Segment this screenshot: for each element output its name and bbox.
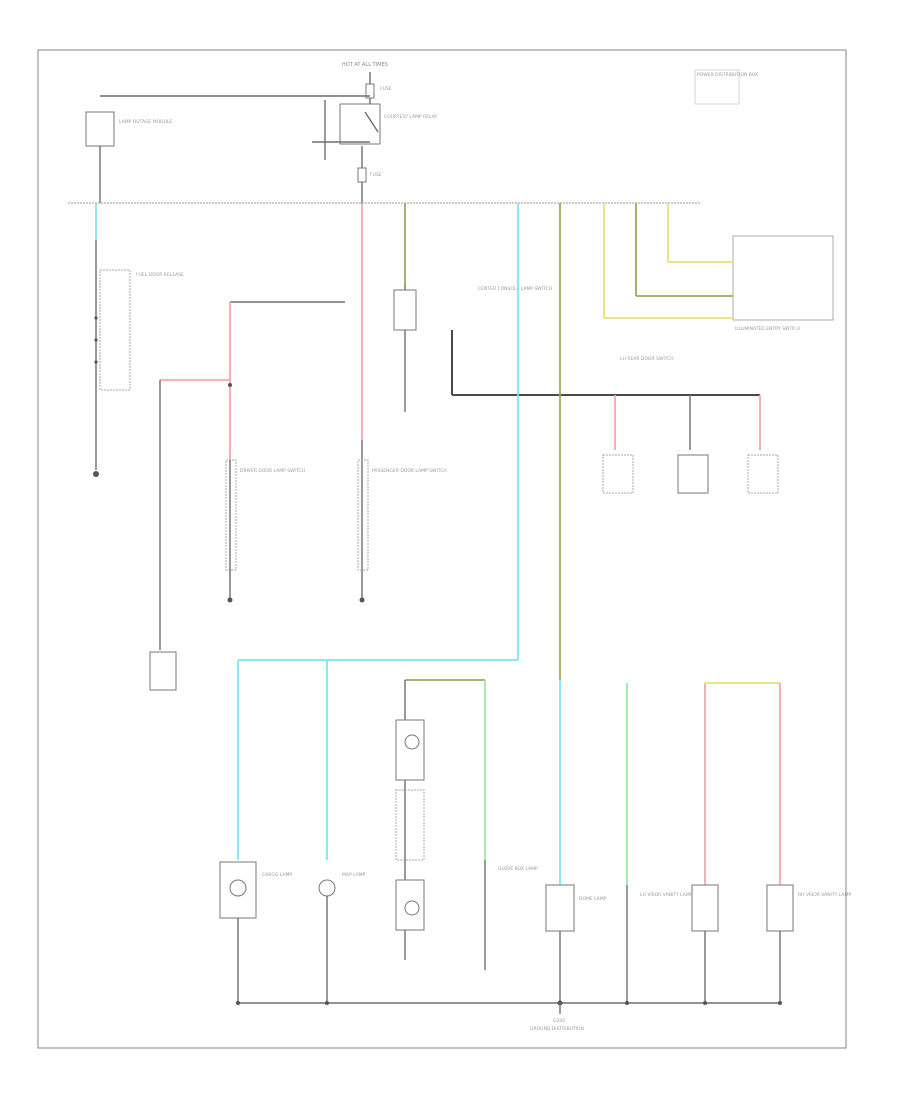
lamp-outage-module — [85, 111, 115, 147]
ground-node-5 — [703, 1001, 707, 1005]
label-courtesy-relay: COURTESY LAMP RELAY — [384, 114, 437, 120]
label-ground-note: GROUND DISTRIBUTION — [530, 1026, 584, 1032]
label-center-console: CENTER CONSOLE LAMP SWITCH — [478, 286, 552, 292]
module-1 — [602, 454, 634, 494]
diagram-frame — [37, 49, 847, 1049]
label-illum-switch: ILLUMINATED ENTRY SWITCH — [735, 326, 800, 332]
glove-box-lamp — [395, 719, 425, 781]
label-fuel-door: FUEL DOOR RELEASE — [136, 272, 184, 278]
label-passenger-door: PASSENGER DOOR LAMP SWITCH — [372, 468, 447, 474]
fuel-door-switch — [99, 269, 131, 391]
glove-box-lamp-bulb-2 — [404, 900, 420, 916]
label-cargo-lamp: CARGO LAMP — [262, 872, 292, 878]
dome-lamp — [545, 884, 575, 932]
module-3 — [747, 454, 779, 494]
fuel-door-contact-3 — [94, 360, 98, 364]
cargo-lamp-bulb — [229, 879, 247, 897]
ground-node-1 — [236, 1001, 240, 1005]
label-map-lamp: MAP LAMP — [342, 872, 366, 878]
vanity-lh-lamp — [691, 884, 719, 932]
glove-box-lamp-bulb — [404, 734, 420, 750]
passenger-ground — [359, 597, 365, 603]
fuel-door-contact-1 — [94, 316, 98, 320]
lower-left-module — [149, 651, 177, 691]
label-power-dist: POWER DISTRIBUTION BOX — [697, 72, 758, 78]
center-console-switch — [393, 289, 417, 331]
cargo-lamp — [219, 861, 257, 919]
label-lh-switch: LH REAR DOOR SWITCH — [620, 356, 674, 362]
ground-node-6 — [778, 1001, 782, 1005]
label-dome-lamp: DOME LAMP — [579, 896, 607, 902]
label-ground: G200 — [553, 1018, 565, 1024]
fuel-door-contact-2 — [94, 338, 98, 342]
relay-contact — [364, 111, 379, 133]
label-vanity-lh: LH VISOR VANITY LAMP — [640, 892, 693, 898]
fuse-top — [365, 83, 375, 99]
driver-ground — [227, 597, 233, 603]
label-fuse-top2: FUSE — [370, 172, 382, 178]
label-driver-door: DRIVER DOOR LAMP SWITCH — [240, 468, 305, 474]
glove-box-lamp-2 — [395, 879, 425, 931]
map-lamp-bulb — [318, 879, 336, 897]
fuse-2 — [357, 167, 367, 183]
label-glove-box: GLOVE BOX LAMP — [498, 866, 538, 872]
label-vanity-rh: RH VISOR VANITY LAMP — [798, 892, 851, 898]
module-2 — [677, 454, 709, 494]
passenger-door-switch — [357, 459, 369, 571]
driver-splice — [228, 383, 232, 387]
label-lamp-out: LAMP OUTAGE MODULE — [119, 119, 172, 125]
ground-node-4 — [625, 1001, 629, 1005]
illuminated-entry-switch — [732, 235, 834, 321]
glove-box-switch — [395, 789, 425, 861]
label-fuse-top: FUSE — [380, 86, 392, 92]
driver-door-switch — [225, 459, 237, 571]
courtesy-relay — [339, 103, 381, 145]
label-hot-at-all-times: HOT AT ALL TIMES — [342, 62, 388, 68]
ground-node-2 — [325, 1001, 329, 1005]
power-dist-note-box — [694, 69, 740, 105]
fuel-door-ground — [93, 471, 99, 477]
vanity-rh-lamp — [766, 884, 794, 932]
